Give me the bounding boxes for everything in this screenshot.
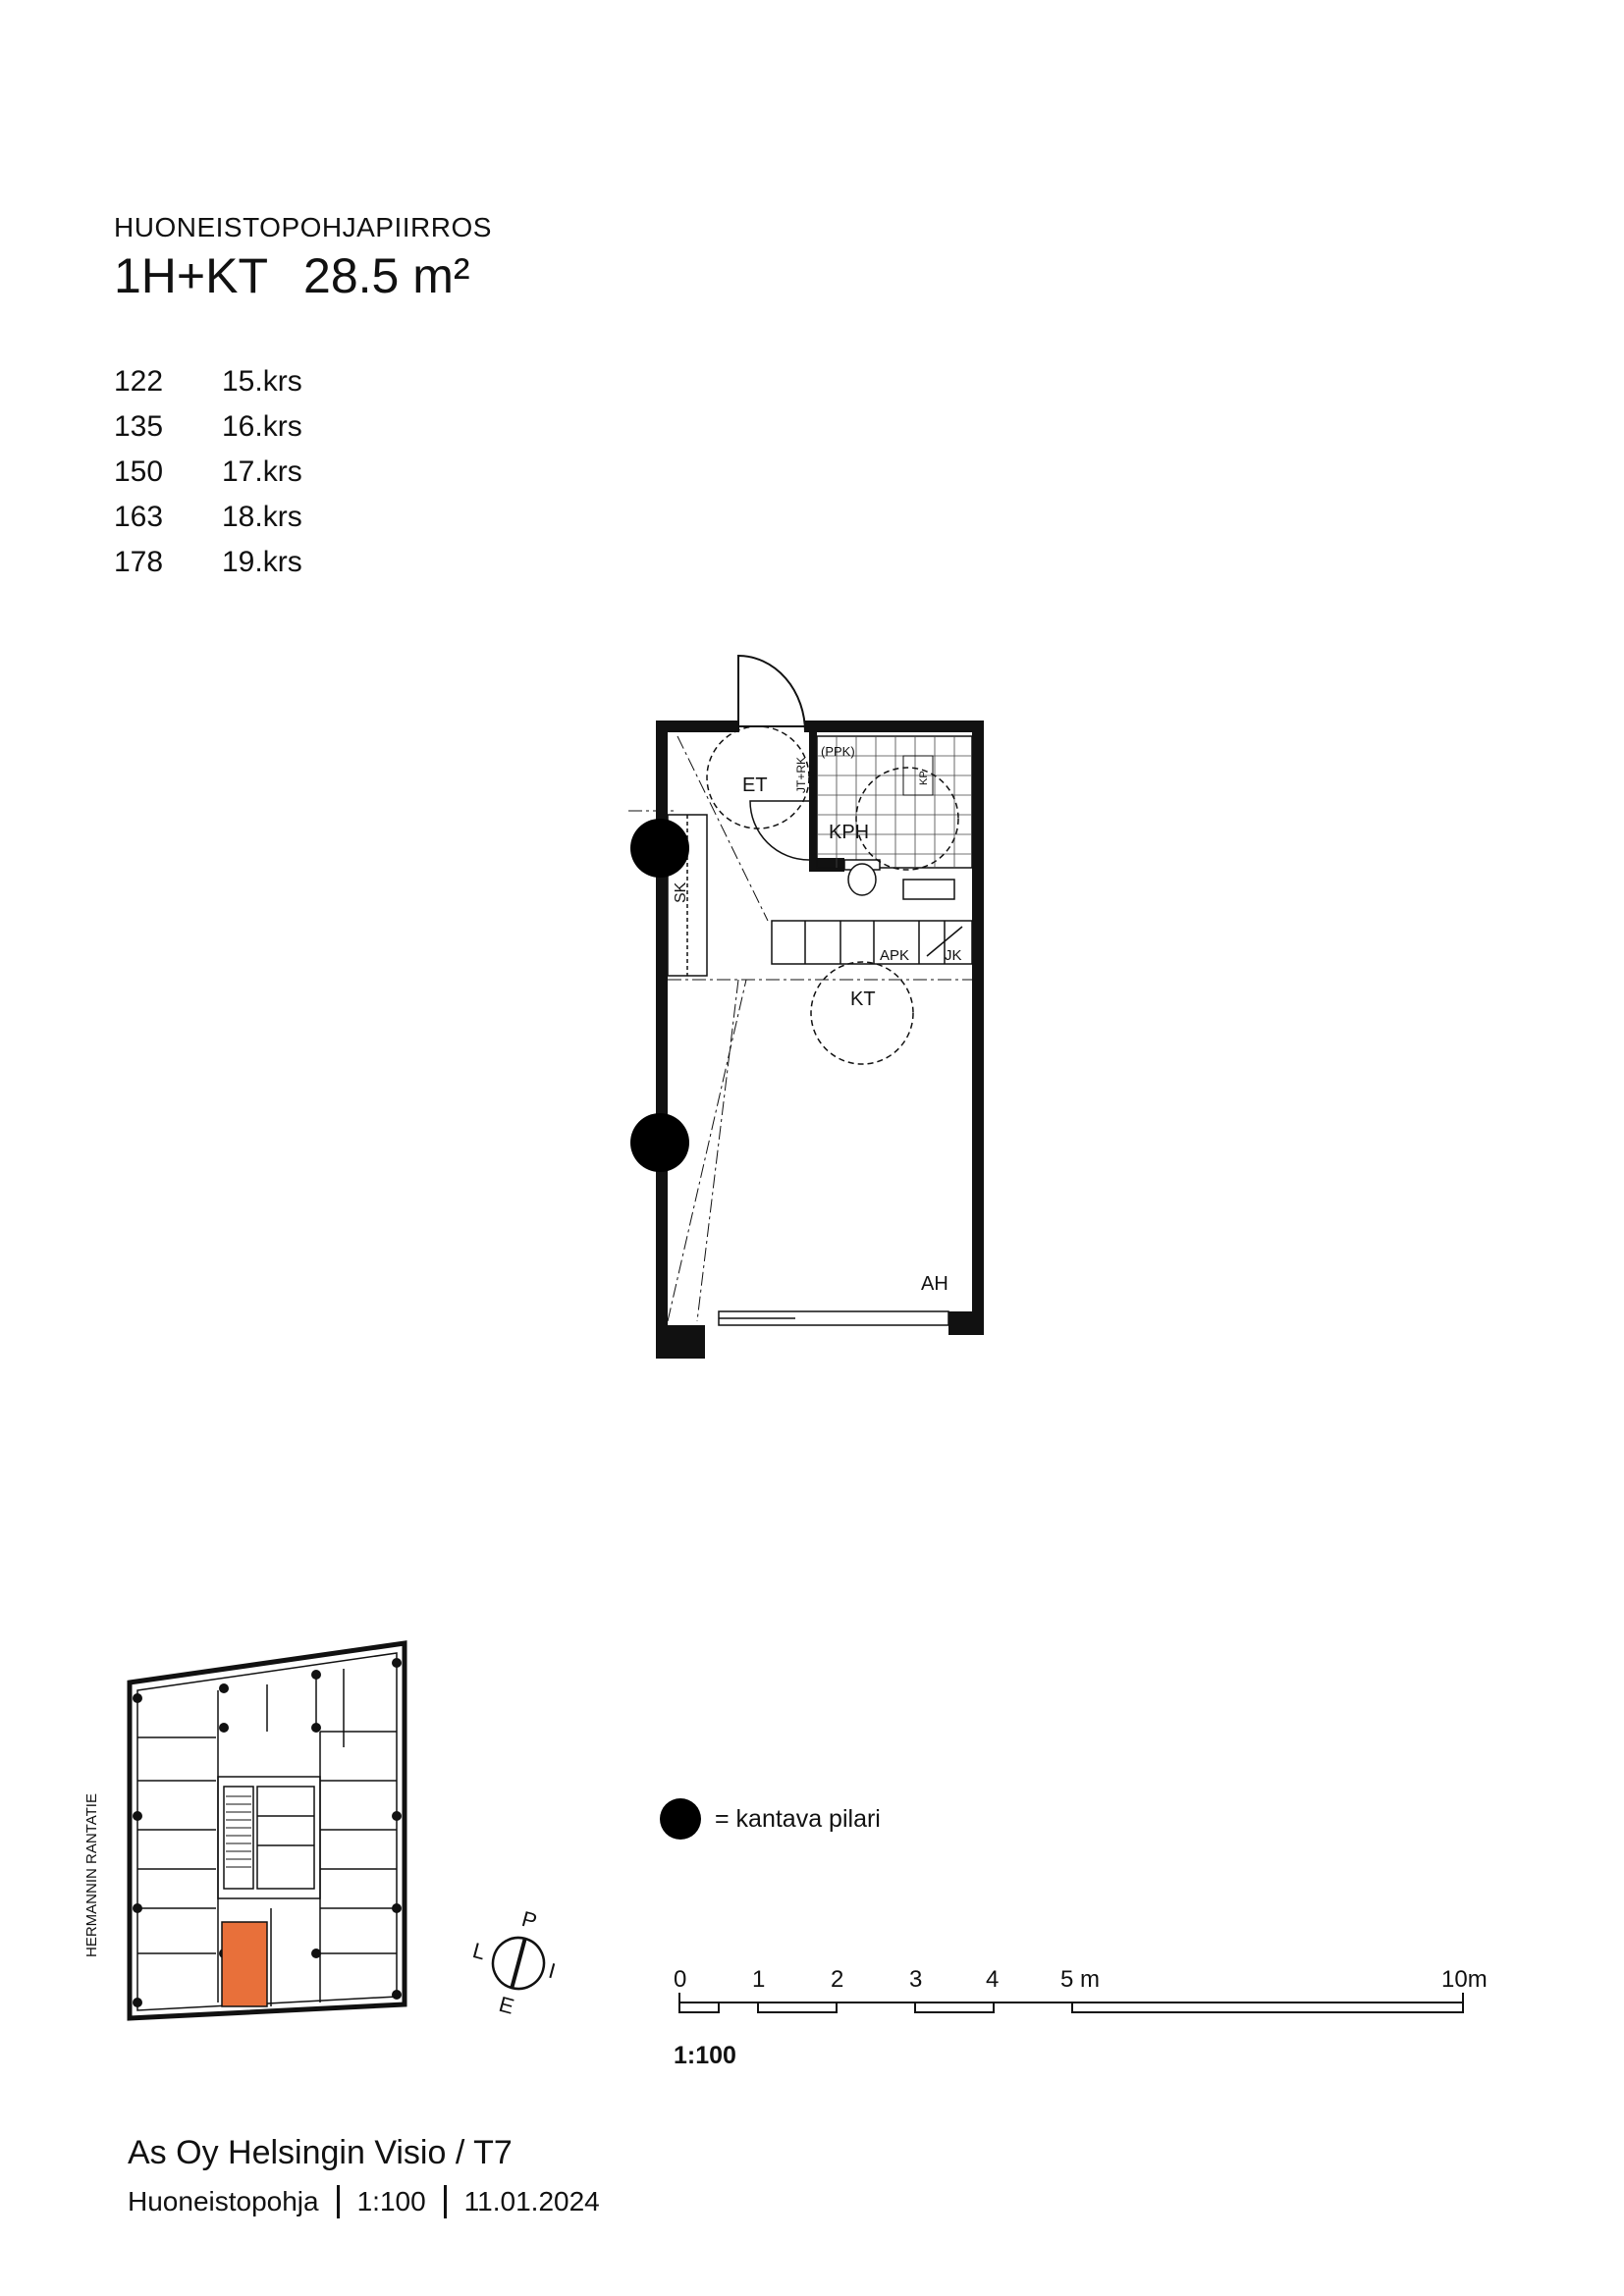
turning-circles: [706, 725, 959, 1065]
stair-lines: [226, 1795, 251, 1868]
fixture-label-apk: APK: [880, 947, 909, 964]
list-item: 135 16.krs: [114, 410, 302, 455]
unit-grid: [137, 1669, 397, 2006]
shower-icon: [902, 755, 934, 796]
room-label-kph: KPH: [829, 822, 869, 843]
load-bearing-pillar-icon: [630, 1113, 689, 1172]
list-item: 178 19.krs: [114, 546, 302, 591]
scale-tick-label: 4: [986, 1966, 999, 1993]
apartment-number: 178: [114, 546, 164, 578]
compass-south: E: [497, 1992, 517, 2019]
fixture-label-ppk: (PPK): [821, 744, 855, 759]
apartment-number: 150: [114, 455, 164, 488]
floor-label: 19.krs: [222, 546, 302, 578]
scale-tick-label: 5 m: [1060, 1966, 1100, 1993]
room-label-ah: AH: [921, 1273, 948, 1295]
document-scale: 1:100: [356, 2186, 426, 2216]
legend-text: = kantava pilari: [715, 1804, 881, 1833]
overhead-lines: [628, 735, 972, 1322]
compass-needle-icon: [510, 1938, 527, 1989]
legend: = kantava pilari: [660, 1798, 881, 1840]
document-date: 11.01.2024: [463, 2186, 600, 2216]
footer-meta: Huoneistopohja 1:100 11.01.2024: [128, 2185, 600, 2218]
fixture-label-jk: JK: [945, 947, 962, 964]
fixture-label-jtrk: JT+RK: [794, 757, 808, 793]
wardrobe: [667, 814, 708, 977]
floor-label: 17.krs: [222, 455, 302, 488]
floor-label: 15.krs: [222, 365, 302, 398]
scale-tick-label: 10m: [1441, 1966, 1488, 1993]
room-label-kt: KT: [850, 988, 876, 1010]
bathroom-door: [749, 800, 810, 861]
list-item: 122 15.krs: [114, 365, 302, 410]
highlighted-apartment: [221, 1921, 268, 2007]
floor-label: 18.krs: [222, 501, 302, 533]
compass-north: P: [519, 1906, 540, 1934]
fixture-label-kp: KP: [918, 771, 930, 785]
kitchen-counter: [771, 920, 973, 965]
separator: [336, 2185, 340, 2218]
load-bearing-pillar-icon: [630, 819, 689, 878]
apartment-area: 28.5 m²: [303, 248, 470, 303]
apartment-number: 135: [114, 410, 164, 443]
entry-door: [737, 654, 806, 733]
exterior-walls: [656, 721, 984, 1359]
drawing-kicker: HUONEISTOPOHJAPIIRROS: [114, 212, 492, 242]
project-name: As Oy Helsingin Visio / T7: [128, 2134, 513, 2171]
document-type: Huoneistopohja: [128, 2186, 319, 2216]
pillar-legend-icon: [660, 1798, 701, 1840]
separator: [443, 2185, 447, 2218]
apartment-title: 1H+KT 28.5 m²: [114, 247, 470, 304]
toilet-icon: [843, 859, 881, 896]
street-label: HERMANNIN RANTATIE: [83, 1793, 100, 1957]
column-dots: [133, 1658, 402, 2007]
scale-tick-label: 1: [752, 1966, 765, 1993]
scale-ratio: 1:100: [674, 2042, 736, 2069]
room-label-et: ET: [742, 774, 768, 796]
room-label-sk: SK: [673, 881, 689, 903]
apartment-type: 1H+KT: [114, 248, 269, 303]
washbasin-icon: [902, 879, 955, 900]
floor-label: 16.krs: [222, 410, 302, 443]
apartment-number: 163: [114, 501, 164, 533]
scale-tick-label: 2: [831, 1966, 843, 1993]
list-item: 163 18.krs: [114, 501, 302, 546]
list-item: 150 17.krs: [114, 455, 302, 501]
scale-tick-label: 3: [909, 1966, 922, 1993]
scale-tick-label: 0: [674, 1966, 686, 1993]
balcony-door: [718, 1310, 949, 1326]
bathroom-tiles: [817, 736, 972, 868]
apartment-number: 122: [114, 365, 164, 398]
